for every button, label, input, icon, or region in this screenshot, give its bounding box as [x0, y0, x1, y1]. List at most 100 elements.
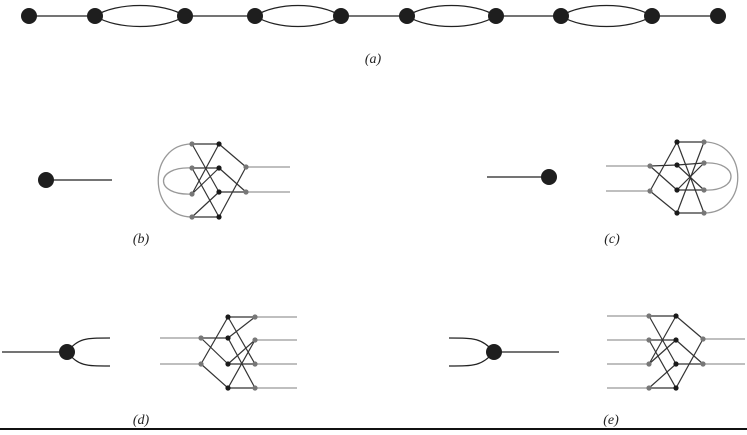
edge — [649, 165, 678, 191]
big-node — [710, 8, 726, 24]
black-node — [216, 165, 222, 171]
edge — [218, 143, 247, 168]
panel-label-e: (e) — [603, 413, 619, 428]
grey-node — [252, 361, 258, 367]
edge — [218, 167, 247, 193]
big-node — [247, 8, 263, 24]
edge — [191, 191, 220, 218]
black-node — [673, 313, 679, 319]
edge — [676, 162, 705, 166]
edge — [675, 338, 704, 389]
big-node — [333, 8, 349, 24]
grey-node — [647, 163, 653, 169]
black-node — [673, 361, 679, 367]
grey-node — [189, 141, 195, 147]
grey-node — [189, 165, 195, 171]
grey-node — [243, 189, 249, 195]
big-node — [488, 8, 504, 24]
bottom-rule-divider — [0, 428, 747, 430]
grey-node — [647, 188, 653, 194]
panel-label-d: (d) — [132, 413, 150, 428]
big-node — [541, 169, 557, 185]
black-node — [216, 189, 222, 195]
edge — [648, 339, 677, 365]
grey-node — [646, 337, 652, 343]
big-node — [553, 8, 569, 24]
grey-node — [252, 385, 258, 391]
grey-node — [701, 187, 707, 193]
grey-node — [198, 361, 204, 367]
black-node — [225, 385, 231, 391]
edge — [200, 337, 229, 365]
edge — [200, 363, 229, 389]
big-node — [87, 8, 103, 24]
panel-label-b: (b) — [132, 232, 150, 247]
edge — [227, 316, 256, 339]
edge — [649, 141, 678, 192]
edge — [676, 141, 705, 214]
black-node — [673, 385, 679, 391]
edge — [648, 339, 677, 389]
grey-node — [701, 160, 707, 166]
edge — [191, 143, 220, 195]
big-node — [177, 8, 193, 24]
grey-node — [701, 139, 707, 145]
grey-node — [243, 164, 249, 170]
black-node — [216, 214, 222, 220]
inner-loop-arc — [703, 162, 732, 191]
black-node — [216, 141, 222, 147]
grey-node — [252, 337, 258, 343]
edge — [649, 190, 678, 214]
double-edge-lower — [560, 15, 653, 28]
panel-a-chain — [21, 4, 726, 28]
edge — [218, 166, 247, 218]
panel-label-c: (c) — [604, 232, 620, 247]
grey-node — [198, 335, 204, 341]
grey-node — [700, 361, 706, 367]
edge — [227, 339, 256, 365]
big-node — [21, 8, 37, 24]
edge — [200, 316, 229, 365]
black-node — [674, 162, 680, 168]
big-node — [59, 344, 75, 360]
black-node — [673, 337, 679, 343]
grey-node — [701, 210, 707, 216]
edge — [191, 167, 220, 195]
grey-node — [646, 361, 652, 367]
big-node — [644, 8, 660, 24]
panel-e-graph — [448, 313, 745, 391]
edge — [675, 339, 704, 365]
double-edge-lower — [94, 15, 186, 28]
grey-node — [646, 313, 652, 319]
edge — [191, 167, 220, 218]
panel-c-graph — [487, 139, 739, 216]
black-node — [225, 335, 231, 341]
big-node — [399, 8, 415, 24]
inner-loop-arc — [163, 167, 193, 195]
panel-label-a: (a) — [364, 52, 382, 67]
black-node — [674, 187, 680, 193]
double-edge-lower — [406, 15, 497, 28]
double-edge-upper — [560, 4, 653, 17]
edge — [675, 315, 704, 340]
edge — [648, 363, 677, 389]
big-node — [486, 344, 502, 360]
double-edge-upper — [406, 4, 497, 17]
double-edge-upper — [254, 4, 342, 17]
grey-node — [189, 214, 195, 220]
grey-node — [252, 314, 258, 320]
black-node — [674, 210, 680, 216]
black-node — [225, 314, 231, 320]
outer-loop-arc — [157, 143, 193, 218]
big-node — [38, 172, 54, 188]
edge — [227, 339, 256, 389]
grey-node — [189, 191, 195, 197]
grey-node — [700, 336, 706, 342]
double-edge-lower — [254, 15, 342, 28]
panel-d-graph — [2, 314, 297, 391]
edge — [227, 316, 256, 365]
edge — [648, 315, 677, 365]
black-node — [225, 361, 231, 367]
